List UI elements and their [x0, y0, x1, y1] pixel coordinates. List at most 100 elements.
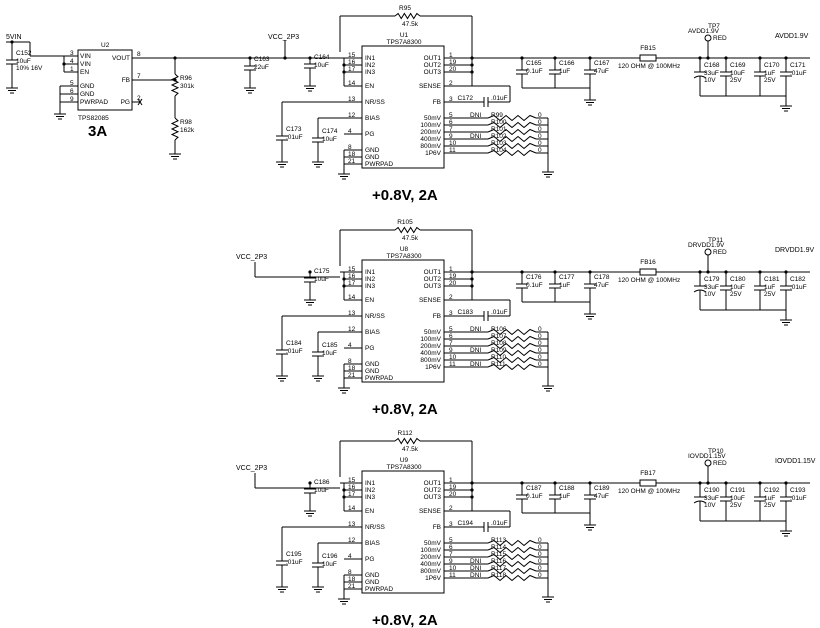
ldo-pin-name: IN2 [365, 62, 376, 69]
ldo-pin-number: 18 [348, 576, 356, 583]
ldo-pin-name: OUT2 [424, 276, 442, 283]
ldo-pin-number: 4 [348, 342, 352, 349]
ldo-pin-name: EN [365, 508, 374, 515]
ldo-pin-name: EN [365, 83, 374, 90]
vid-resistor [487, 114, 537, 122]
ldo-part: TPS7A8300 [386, 464, 421, 471]
load-capacitor-ref: C180 [730, 276, 746, 283]
r98-ref: R98 [180, 119, 192, 126]
feedback-resistor [394, 226, 421, 234]
ldo-part: TPS7A8300 [386, 39, 421, 46]
ldo-pin-name: 100mV [420, 547, 441, 554]
output-capacitor-ref: C189 [594, 485, 610, 492]
vid-resistor-value: 0 [538, 558, 542, 565]
vid-resistor-ref: R106 [491, 326, 507, 333]
load-capacitor-rating: 25V [764, 77, 776, 84]
ldo-pin-name: PWRPAD [365, 161, 393, 168]
ldo-pin-number: 11 [449, 361, 456, 368]
load-capacitor-ref: C169 [730, 62, 746, 69]
load-capacitor-ref: C179 [704, 276, 720, 283]
c152-value: 10uF [16, 58, 31, 65]
junction-dot [283, 56, 287, 60]
noise-reduction-capacitor-value: .01uF [286, 134, 303, 141]
vid-resistor-ref: R100 [491, 119, 507, 126]
vid-resistor-value: 0 [538, 119, 542, 126]
output-net-label: DRVDD1.9V [775, 247, 814, 254]
load-capacitor-value: 1uF [764, 70, 775, 77]
ldo-regulator-box [361, 259, 445, 383]
u2-pin-name: PG [121, 99, 130, 106]
bias-capacitor-value: 10uF [322, 350, 337, 357]
ldo-pin-name: 1P6V [425, 575, 442, 582]
ldo-pin-name: 400mV [420, 561, 441, 568]
vid-resistor [487, 567, 537, 575]
junction-dot [706, 56, 710, 60]
ldo-pin-name: 800mV [420, 357, 441, 364]
u2-pin-number: 7 [137, 73, 141, 80]
input-capacitor-ref: C164 [314, 54, 330, 61]
ldo-pin-number: 2 [449, 505, 453, 512]
test-point-ref: TP11 [708, 237, 723, 244]
ldo-pin-name: IN3 [365, 69, 376, 76]
junction-dot [173, 56, 177, 60]
output-voltage-label: +0.8V, 2A [372, 401, 438, 418]
junction-dot [588, 481, 592, 485]
ldo-pin-name: IN1 [365, 55, 376, 62]
vid-resistor-value: 0 [538, 572, 542, 579]
junction-dot [342, 284, 346, 288]
ldo-pin-name: SENSE [419, 297, 442, 304]
current-rating-label: 3A [88, 123, 107, 140]
vid-resistor-ref: R101 [491, 126, 507, 133]
output-capacitor-value: 47uF [594, 282, 609, 289]
ldo-pin-name: IN3 [365, 494, 376, 501]
test-point-color: RED [713, 460, 727, 467]
vin-net-label: 5VIN [6, 34, 22, 41]
vid-resistor-ref: R109 [491, 347, 507, 354]
ferrite-bead-value: 120 OHM @ 100MHz [618, 488, 680, 495]
input-capacitor-ref: C186 [314, 479, 330, 486]
ldo-pin-name: OUT3 [424, 69, 442, 76]
ldo-pin-number: 12 [348, 112, 356, 119]
junction-dot [342, 63, 346, 67]
cff-ref: C183 [457, 309, 473, 316]
vid-resistor-value: 0 [538, 333, 542, 340]
ldo-pin-name: PG [365, 345, 374, 352]
u2-pin-name: EN [80, 69, 89, 76]
output-capacitor-value: 1uF [559, 282, 570, 289]
vid-resistor [487, 349, 537, 357]
vid-resistor-ref: R110 [491, 354, 506, 361]
ldo-pin-number: 19 [449, 273, 457, 280]
junction-dot [470, 284, 474, 288]
vid-resistor [487, 553, 537, 561]
load-capacitor-value: 10uF [730, 495, 745, 502]
vid-resistor [487, 363, 537, 371]
ldo-pin-name: 400mV [420, 136, 441, 143]
vid-resistor-value: 0 [538, 544, 542, 551]
junction-dot [758, 270, 762, 274]
u2-pin-number: 4 [70, 58, 74, 65]
junction-dot [470, 270, 474, 274]
vid-resistor-value: 0 [538, 133, 542, 140]
ldo-pin-number: 11 [449, 572, 456, 579]
ldo-pin-name: 200mV [420, 343, 441, 350]
load-capacitor-rating: 10V [704, 77, 716, 84]
ldo-pin-number: 1 [449, 52, 453, 59]
vid-resistor-value: 0 [538, 354, 542, 361]
vid-resistor-value: 0 [538, 126, 542, 133]
load-capacitor-ref: C170 [764, 62, 780, 69]
output-capacitor-ref: C187 [526, 485, 542, 492]
ldo-pin-number: 2 [449, 294, 453, 301]
vid-resistor-ref: R104 [491, 147, 507, 154]
u2-ref: U2 [101, 42, 110, 49]
load-capacitor-rating: 25V [730, 77, 742, 84]
output-capacitor-value: 47uF [594, 493, 609, 500]
ldo-pin-name: GND [365, 579, 380, 586]
noise-reduction-capacitor-ref: C173 [286, 126, 302, 133]
ldo-stage-3: VCC_2P3R11247.5kC18610uFU9TPS7A8300IN115… [236, 430, 816, 628]
ldo-pin-name: OUT3 [424, 494, 442, 501]
dni-label: DNI [470, 347, 481, 354]
ldo-pin-name: PG [365, 131, 374, 138]
junction-dot [342, 495, 346, 499]
junction-dot [470, 495, 474, 499]
ldo-pin-number: 14 [348, 80, 356, 87]
